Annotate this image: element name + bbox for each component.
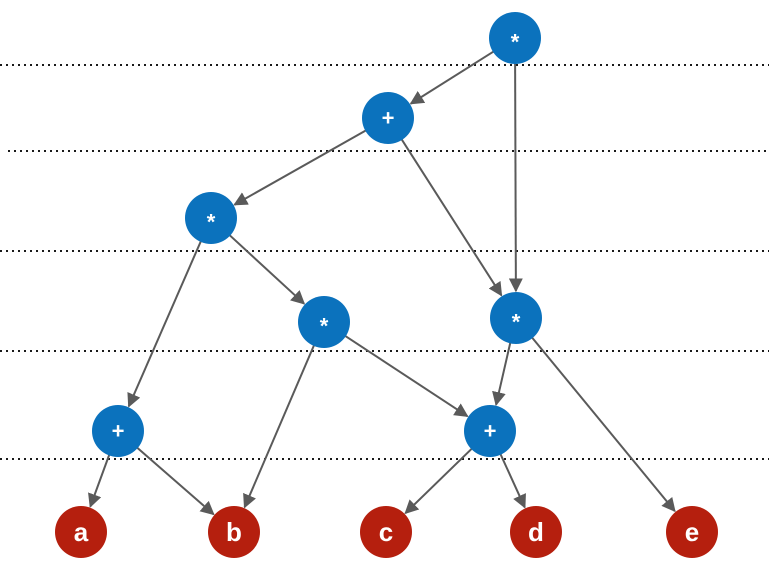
edge-mul-left-to-mul-center [228, 233, 306, 305]
node-leaf-c: c [360, 506, 412, 558]
operator-node-circle [185, 192, 237, 244]
node-mul-right: * [490, 292, 542, 344]
edges [88, 49, 676, 516]
node-mul-root: * [489, 12, 541, 64]
node-label: e [685, 517, 699, 547]
leaf-node-circle [510, 506, 562, 558]
edge-mul-center-to-leaf-b [243, 343, 316, 509]
node-label: * [512, 310, 521, 335]
edge-add-left-to-leaf-a [88, 453, 111, 508]
node-label: * [511, 30, 520, 55]
operator-node-circle [92, 405, 144, 457]
level-separators [0, 64, 769, 460]
leaf-node-circle [666, 506, 718, 558]
node-leaf-d: d [510, 506, 562, 558]
operator-node-circle [490, 292, 542, 344]
edge-mul-root-to-add-1 [409, 49, 496, 105]
edge-add-left-to-leaf-b [135, 446, 215, 516]
node-label: d [528, 517, 544, 547]
edge-mul-root-to-mul-right [508, 61, 523, 293]
node-mul-left: * [185, 192, 237, 244]
node-label: * [207, 210, 216, 235]
node-label: + [112, 419, 125, 444]
edge-add-1-to-mul-right [400, 137, 503, 297]
node-add-right: + [464, 405, 516, 457]
node-mul-center: * [298, 296, 350, 348]
edge-mul-right-to-add-right [492, 341, 512, 407]
operator-node-circle [298, 296, 350, 348]
nodes: * + * * * + + a b c d e [55, 12, 718, 558]
node-leaf-a: a [55, 506, 107, 558]
edge-add-right-to-leaf-c [404, 446, 474, 515]
node-add-left: + [92, 405, 144, 457]
operator-node-circle [489, 12, 541, 64]
node-label: c [379, 517, 393, 547]
edge-add-right-to-leaf-d [498, 452, 526, 509]
node-label: + [382, 106, 395, 131]
edge-add-1-to-mul-left [233, 128, 368, 206]
node-leaf-e: e [666, 506, 718, 558]
edge-mul-left-to-add-left [127, 239, 203, 408]
edge-mul-right-to-leaf-e [530, 335, 676, 513]
leaf-node-circle [360, 506, 412, 558]
node-label: * [320, 314, 329, 339]
node-add-1: + [362, 92, 414, 144]
operator-node-circle [464, 405, 516, 457]
leaf-node-circle [55, 506, 107, 558]
operator-node-circle [362, 92, 414, 144]
node-leaf-b: b [208, 506, 260, 558]
node-label: b [226, 517, 242, 547]
node-label: a [74, 517, 89, 547]
leaf-node-circle [208, 506, 260, 558]
node-label: + [484, 419, 497, 444]
edge-mul-center-to-add-right [343, 334, 469, 418]
